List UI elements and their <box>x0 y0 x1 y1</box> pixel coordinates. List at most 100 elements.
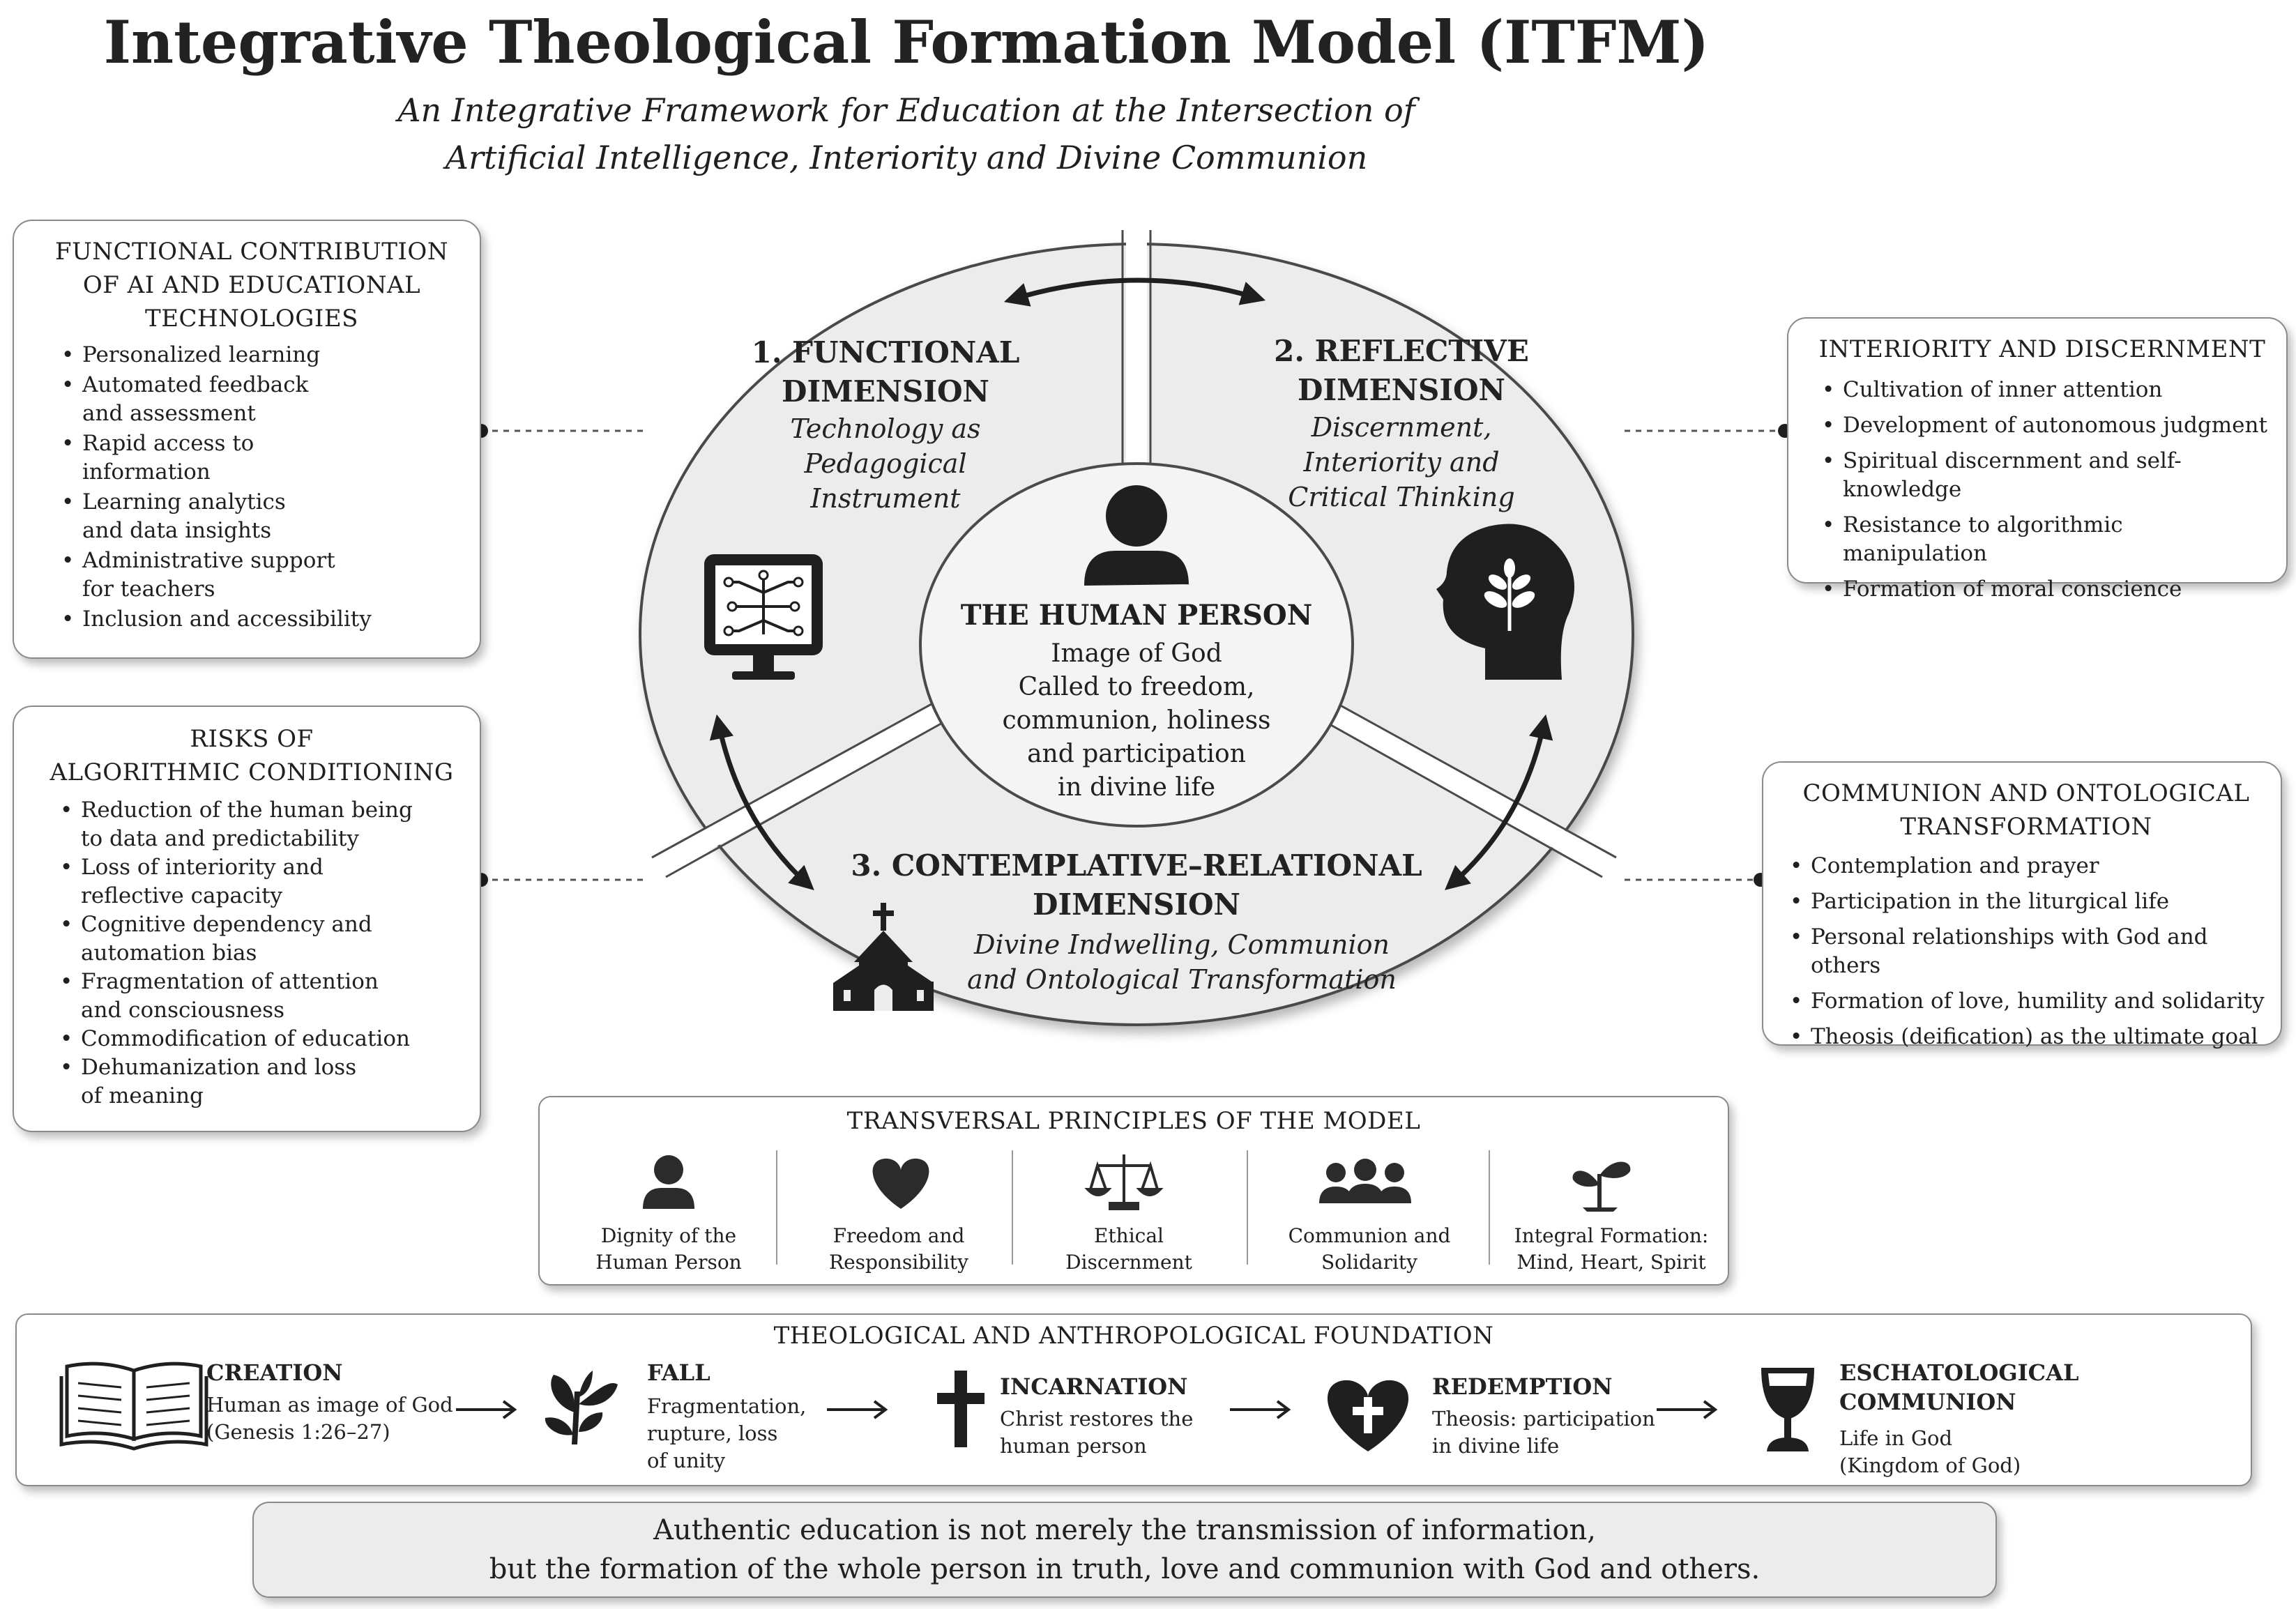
interiority-list: Cultivation of inner attention Developme… <box>1812 376 2272 604</box>
cross-icon <box>955 1371 967 1447</box>
center-circle <box>919 462 1354 828</box>
stage-text-line: rupture, loss <box>647 1421 778 1445</box>
human-person-line-5: in divine life <box>1057 773 1216 802</box>
arrow-functional-reflective <box>1003 277 1266 307</box>
contemplative-dimension-subtitle-line-1: Divine Indwelling, Communion <box>974 929 1390 960</box>
stage-text-line: (Kingdom of God) <box>1839 1454 2021 1477</box>
stage-fall: FALL Fragmentation, rupture, loss of uni… <box>647 1358 828 1474</box>
list-item: Personal relationships with God and othe… <box>1790 923 2268 980</box>
principle-label-line: Solidarity <box>1321 1251 1417 1274</box>
stage-text-line: Life in God <box>1839 1426 1953 1450</box>
foundation-box: THEOLOGICAL AND ANTHROPOLOGICAL FOUNDATI… <box>15 1313 2252 1486</box>
communion-list: Contemplation and prayer Participation i… <box>1784 852 2268 1051</box>
list-item-line: to data and predictability <box>81 826 359 851</box>
stage-text-line: human person <box>1000 1434 1147 1458</box>
reflective-dimension-title-line-2: DIMENSION <box>1298 373 1505 407</box>
functional-contribution-title-line-2: OF AI AND EDUCATIONAL <box>82 271 421 299</box>
book-icon <box>59 1362 208 1451</box>
list-item: Cultivation of inner attention <box>1822 376 2272 404</box>
arrow-reflective-contemplative <box>1445 714 1553 890</box>
list-item-line: Administrative support <box>82 548 335 573</box>
principle-label-line: Freedom and <box>833 1224 965 1247</box>
reflective-dimension-subtitle-line-3: Critical Thinking <box>1288 482 1515 512</box>
list-item: Learning analytics and data insights <box>61 488 462 545</box>
stage-title: INCARNATION <box>1000 1373 1188 1400</box>
list-item-line: and consciousness <box>81 998 284 1023</box>
list-item-line: automation bias <box>81 940 257 966</box>
principles-box: TRANSVERSAL PRINCIPLES OF THE MODEL <box>538 1096 1729 1286</box>
principle-integral-label: Integral Formation: Mind, Heart, Spirit <box>1496 1223 1726 1276</box>
functional-contribution-title-line-3: TECHNOLOGIES <box>145 305 358 333</box>
interiority-box: INTERIORITY AND DISCERNMENT Cultivation … <box>1787 317 2288 604</box>
footer-quote-line-1: Authentic education is not merely the tr… <box>653 1514 1596 1546</box>
reflective-dimension-subtitle-line-1: Discernment, <box>1311 412 1492 443</box>
list-item-line: Fragmentation of attention <box>81 969 379 994</box>
list-item-line: and data insights <box>82 518 272 543</box>
risks-title-line-2: ALGORITHMIC CONDITIONING <box>50 758 454 786</box>
foundation-title: THEOLOGICAL AND ANTHROPOLOGICAL FOUNDATI… <box>773 1322 1494 1350</box>
principle-freedom-label: Freedom and Responsibility <box>798 1223 1000 1276</box>
stage-text-line: Theosis: participation <box>1432 1407 1655 1431</box>
communion-title-line-1: COMMUNION AND ONTOLOGICAL <box>1802 779 2250 807</box>
list-item: Personalized learning <box>61 341 462 369</box>
stage-arrows <box>456 1400 1718 1419</box>
heart-cross-icon <box>1327 1380 1409 1451</box>
stage-text-line: Christ restores the <box>1000 1407 1194 1431</box>
list-item: Formation of moral conscience <box>1822 575 2272 604</box>
list-item-line: Automated feedback <box>82 372 309 397</box>
head-plant-icon <box>1436 524 1574 680</box>
communion-title-line-2: TRANSFORMATION <box>1900 813 2152 841</box>
list-item-line: Learning analytics <box>82 489 286 514</box>
list-item-line: Inclusion and accessibility <box>82 607 372 632</box>
sprout-icon <box>1572 1161 1631 1212</box>
list-item-line: Personalized learning <box>82 342 321 367</box>
list-item: Spiritual discernment and self-knowledge <box>1822 447 2272 504</box>
functional-contribution-title-line-1: FUNCTIONAL CONTRIBUTION <box>55 238 448 266</box>
stage-title: REDEMPTION <box>1432 1373 1613 1400</box>
principle-dignity-label: Dignity of the Human Person <box>568 1223 770 1276</box>
stage-text-line: Human as image of God <box>206 1393 453 1417</box>
stage-text-line: in divine life <box>1432 1434 1560 1458</box>
principle-label-line: Responsibility <box>828 1251 969 1274</box>
monitor-circuit-icon <box>704 554 823 680</box>
functional-dimension-title-line-2: DIMENSION <box>782 374 989 409</box>
stage-creation: CREATION Human as image of God (Genesis … <box>206 1358 457 1446</box>
list-item: Formation of love, humility and solidari… <box>1790 987 2268 1016</box>
page-title: Integrative Theological Formation Model … <box>103 8 1710 77</box>
stage-eschatological: ESCHATOLOGICAL COMMUNION Life in God (Ki… <box>1839 1358 2244 1479</box>
principles-icons <box>643 1150 1631 1265</box>
functional-dimension-subtitle-line-2: Pedagogical <box>804 448 967 479</box>
functional-contribution-box: FUNCTIONAL CONTRIBUTION OF AI AND EDUCAT… <box>13 220 481 659</box>
list-item-line: Commodification of education <box>81 1026 410 1051</box>
contemplative-dimension-subtitle: Divine Indwelling, Communion and Ontolog… <box>931 927 1433 997</box>
stage-redemption: REDEMPTION Theosis: participation in div… <box>1432 1372 1669 1460</box>
list-item-line: Rapid access to <box>82 431 254 456</box>
chalice-icon <box>1761 1368 1814 1451</box>
functional-dimension-subtitle-line-1: Technology as <box>790 413 981 444</box>
principles-title: TRANSVERSAL PRINCIPLES OF THE MODEL <box>846 1107 1421 1135</box>
principle-label-line: Communion and <box>1288 1224 1451 1247</box>
functional-dimension-title-line-1: 1. FUNCTIONAL <box>751 335 1020 369</box>
footer-quote-box: Authentic education is not merely the tr… <box>252 1502 1997 1598</box>
list-item: Commodification of education <box>60 1025 462 1053</box>
list-item: Automated feedback and assessment <box>61 371 462 428</box>
functional-dimension: 1. FUNCTIONAL DIMENSION Technology as Pe… <box>718 333 1053 516</box>
list-item: Resistance to algorithmic manipulation <box>1822 511 2272 568</box>
list-item: Development of autonomous judgment <box>1822 411 2272 440</box>
list-item-line: and assessment <box>82 401 256 426</box>
human-person-line-1: Image of God <box>1051 639 1222 668</box>
reflective-dimension-subtitle-line-2: Interiority and <box>1303 447 1500 478</box>
interiority-title: INTERIORITY AND DISCERNMENT <box>1818 335 2266 363</box>
person-icon <box>643 1155 694 1209</box>
principle-label-line: Integral Formation: <box>1514 1224 1709 1247</box>
human-person-line-4: and participation <box>1027 740 1246 768</box>
list-item-line: Cognitive dependency and <box>81 912 372 937</box>
cross-icon <box>937 1393 984 1404</box>
heart-icon <box>872 1158 929 1209</box>
